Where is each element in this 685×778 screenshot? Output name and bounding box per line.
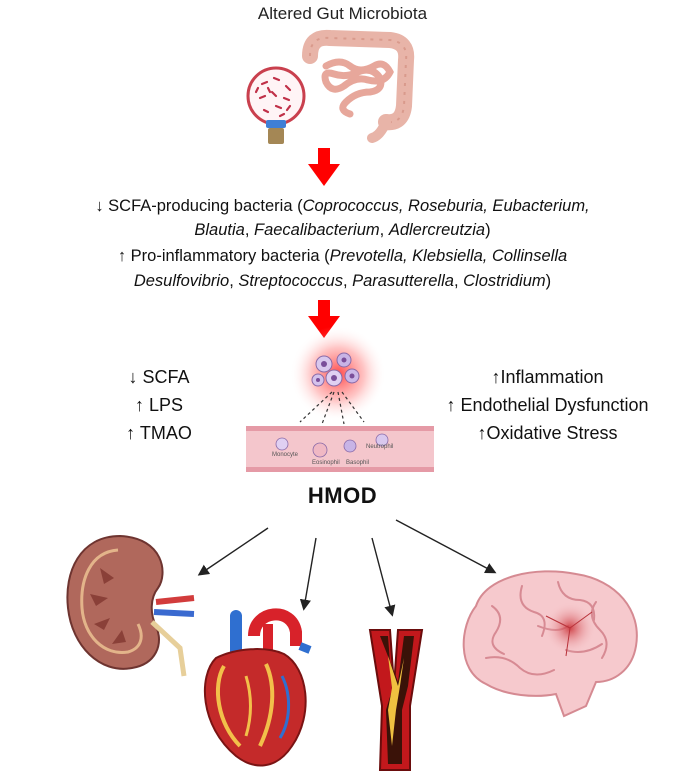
species-streptococcus: Streptococcus [238,272,343,290]
inflammation-effect: ↑Inflammation [491,367,604,387]
proinflammatory-species-list: Prevotella, Klebsiella, Collinsella [329,247,568,265]
eosinophil-label: Eosinophil [312,460,340,466]
scfa-marker: ↓ SCFA [128,367,190,387]
proinflammatory-bacteria-line: ↑ Pro-inflammatory bacteria (Prevotella,… [0,245,685,267]
scfa-species-list: Coprococcus, Roseburia, Eubacterium, [302,197,590,215]
scfa-bacteria-line-2: Blautia, Faecalibacterium, Adlercreutzia… [194,221,491,239]
species-desulfovibrio: Desulfovibrio [133,272,230,290]
oxidative-stress-effect: ↑Oxidative Stress [477,423,618,443]
inflamed-vessel-illustration [246,326,434,472]
scfa-bacteria-line: ↓ SCFA-producing bacteria (Coprococcus, … [0,195,685,217]
monocyte-label: Monocyte [272,452,299,458]
hmod-label: HMOD [307,483,378,508]
brain-icon [462,570,638,718]
species-faecalibacterium: Faecalibacterium [254,221,380,239]
kidney-icon [66,534,195,677]
red-arrow-down-icon [308,300,340,338]
diagram-title: Altered Gut Microbiota [257,4,428,23]
species-parasutterella: Parasutterella [352,272,454,290]
basophil-label: Basophil [346,460,370,466]
endothelial-dysfunction-effect: ↑ Endothelial Dysfunction [446,395,649,415]
heart-icon [203,608,312,767]
circulating-markers: ↓ SCFA ↑ LPS ↑ TMAO [104,363,214,447]
scfa-bacteria-label: ↓ SCFA-producing bacteria ( [95,197,303,215]
tmao-marker: ↑ TMAO [126,423,192,443]
neutrophil-label: Neutrophil [366,444,394,450]
vascular-effects: ↑Inflammation ↑ Endothelial Dysfunction … [410,363,685,447]
artery-icon [368,629,424,771]
species-adlercreutzia: Adlercreutzia [388,221,486,239]
lps-marker: ↑ LPS [134,395,184,415]
proinflammatory-bacteria-label: ↑ Pro-inflammatory bacteria ( [117,247,330,265]
species-clostridium: Clostridium [463,272,546,290]
gut-microbiota-icon [246,29,415,144]
proinflammatory-bacteria-line-2: Desulfovibrio, Streptococcus, Parasutter… [133,272,552,290]
species-blautia: Blautia [194,221,245,239]
red-arrow-down-icon [308,148,340,186]
